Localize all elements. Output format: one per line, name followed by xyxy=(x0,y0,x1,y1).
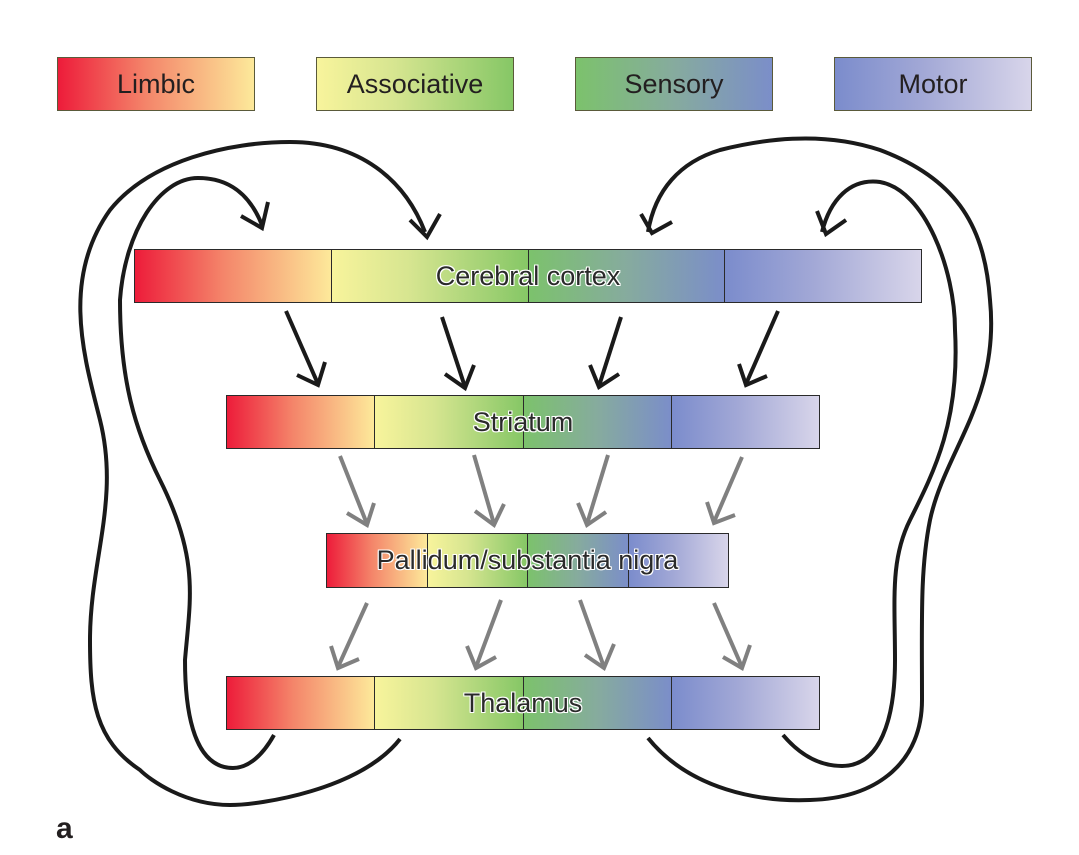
cortex-limbic-segment xyxy=(135,250,331,302)
legend-sensory-label: Sensory xyxy=(624,68,724,99)
striatum-sensory-segment xyxy=(522,396,671,448)
thalamus-motor-segment xyxy=(670,677,819,729)
cortex-motor-segment xyxy=(724,250,921,302)
arrow-cortex-striatum-motor xyxy=(737,310,780,388)
arrow-striatum-pallidum-sensory xyxy=(576,454,610,529)
striatum-motor-segment xyxy=(670,396,819,448)
thalamus-associative-segment xyxy=(374,677,523,729)
pallidum-motor-segment xyxy=(627,534,728,587)
arrow-striatum-pallidum-motor xyxy=(705,456,744,526)
cortex-associative-segment xyxy=(330,250,528,302)
arrow-striatum-pallidum-associative xyxy=(472,454,506,529)
arrow-cortex-striatum-limbic xyxy=(284,310,327,388)
cortex-sensory-segment xyxy=(527,250,725,302)
striatum-associative-segment xyxy=(374,396,523,448)
pallidum-sensory-segment xyxy=(527,534,628,587)
legend-limbic-label: Limbic xyxy=(116,68,196,99)
legend-motor: Motor xyxy=(834,57,1032,111)
arrow-striatum-pallidum-limbic xyxy=(338,455,376,529)
panel-label: a xyxy=(56,812,73,845)
arrow-pallidum-thalamus-limbic xyxy=(329,602,369,671)
striatum-limbic-segment xyxy=(227,396,375,448)
loop-associative xyxy=(78,139,442,808)
legend-associative-label: Associative xyxy=(346,68,484,99)
legend-sensory: Sensory xyxy=(575,57,773,111)
pallidum-limbic-segment xyxy=(327,534,427,587)
loop-motor xyxy=(781,179,958,769)
thalamus-sensory-segment xyxy=(522,677,671,729)
loop-limbic xyxy=(117,175,276,771)
thalamus-bar: Thalamus xyxy=(226,676,820,730)
legend-limbic: Limbic xyxy=(57,57,255,111)
pallidum-associative-segment xyxy=(426,534,527,587)
arrow-pallidum-thalamus-sensory xyxy=(578,599,616,672)
arrow-pallidum-thalamus-motor xyxy=(712,602,752,671)
arrow-cortex-striatum-sensory xyxy=(588,316,623,390)
loop-sensory xyxy=(639,136,994,803)
legend-associative: Associative xyxy=(316,57,514,111)
legend-motor-label: Motor xyxy=(898,68,968,99)
arrow-pallidum-thalamus-associative xyxy=(465,599,503,671)
arrow-cortex-striatum-associative xyxy=(440,316,476,392)
thalamus-limbic-segment xyxy=(227,677,375,729)
striatum-bar: Striatum xyxy=(226,395,820,449)
